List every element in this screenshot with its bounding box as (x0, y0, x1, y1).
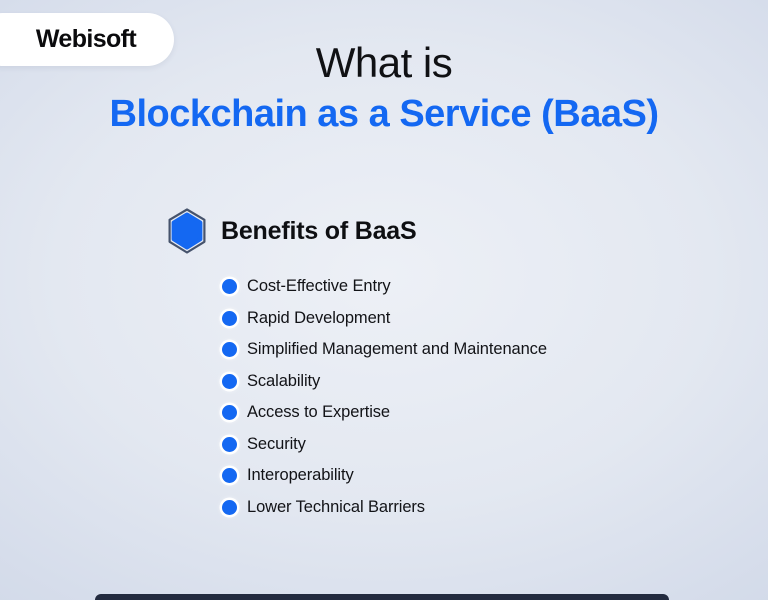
benefits-list: Cost-Effective Entry Rapid Development S… (222, 271, 547, 523)
benefit-label: Rapid Development (247, 308, 391, 327)
benefit-label: Simplified Management and Maintenance (247, 340, 547, 359)
circle-bullet-icon (222, 468, 237, 484)
list-item: Security (222, 429, 547, 461)
circle-bullet-icon (222, 373, 237, 389)
list-item: Rapid Development (222, 303, 547, 335)
list-item: Simplified Management and Maintenance (222, 334, 547, 366)
benefit-label: Security (247, 434, 306, 453)
circle-bullet-icon (222, 499, 237, 515)
circle-bullet-icon (222, 310, 237, 326)
hexagon-icon (168, 208, 206, 254)
webisoft-logo-text: Webisoft (35, 25, 137, 53)
benefit-label: Access to Expertise (247, 403, 390, 422)
page-title: What is Blockchain as a Service (BaaS) (0, 38, 768, 137)
title-line1: What is (315, 39, 453, 86)
circle-bullet-icon (222, 342, 237, 358)
benefit-label: Interoperability (247, 466, 354, 485)
circle-bullet-icon (222, 279, 237, 295)
webisoft-logo-pill: Webisoft (0, 13, 174, 66)
benefits-heading-text: Benefits of BaaS (221, 216, 417, 245)
list-item: Cost-Effective Entry (222, 271, 547, 303)
benefit-label: Cost-Effective Entry (247, 277, 391, 296)
circle-bullet-icon (222, 405, 237, 421)
circle-bullet-icon (222, 436, 237, 452)
benefit-label: Scalability (247, 371, 321, 390)
footer-bar (95, 594, 669, 600)
benefits-section-heading: Benefits of BaaS (167, 208, 417, 254)
list-item: Lower Technical Barriers (222, 492, 547, 524)
benefit-label: Lower Technical Barriers (247, 497, 425, 516)
list-item: Interoperability (222, 460, 547, 492)
title-line2: Blockchain as a Service (BaaS) (109, 93, 659, 135)
list-item: Scalability (222, 366, 547, 398)
list-item: Access to Expertise (222, 397, 547, 429)
